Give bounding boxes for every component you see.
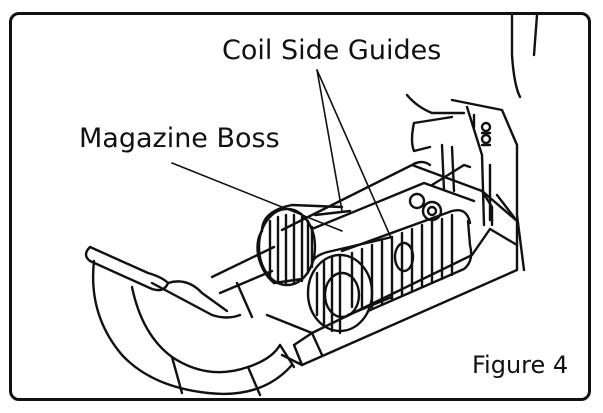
coil-side-guides-label: Coil Side Guides xyxy=(222,35,442,66)
coil-side-guides-leader xyxy=(316,69,393,241)
magazine-tray xyxy=(265,160,519,367)
tool-body xyxy=(405,15,539,272)
coil-side-guides-leader-2 xyxy=(316,69,343,212)
figure-frame: Coil Side Guides Magazine Boss Figure 4 xyxy=(9,12,591,401)
magazine-illustration xyxy=(84,15,539,397)
leader-lines xyxy=(171,69,393,241)
front-coil xyxy=(306,235,394,335)
magazine-boss-leader xyxy=(171,162,343,232)
magazine-boss-label: Magazine Boss xyxy=(79,123,280,154)
figure-caption: Figure 4 xyxy=(472,351,569,379)
coil-guide-cylinder xyxy=(340,209,473,313)
magazine-nose xyxy=(84,245,296,397)
